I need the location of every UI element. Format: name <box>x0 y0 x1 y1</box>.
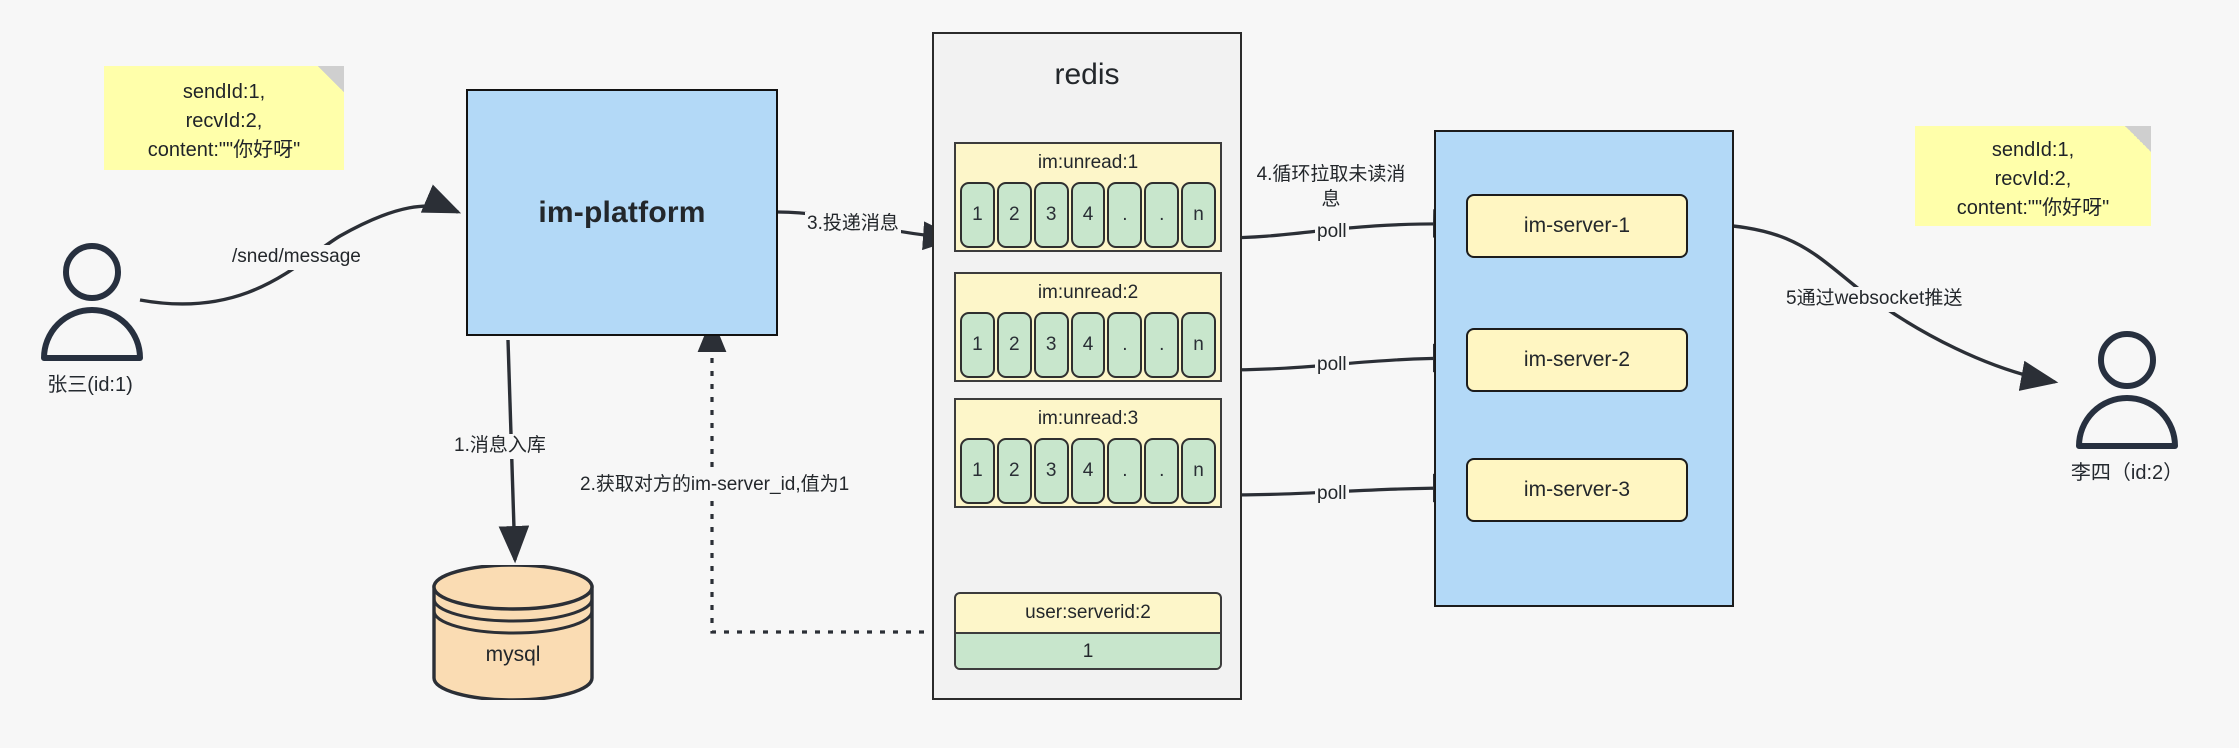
list-cell: 3 <box>1033 312 1069 378</box>
list-cell: . <box>1144 182 1180 248</box>
redis-list-im-unread-3[interactable]: im:unread:3 1 2 3 4 . . n <box>954 398 1222 508</box>
redis-list-2-key: im:unread:2 <box>1037 282 1139 303</box>
list-cell: 4 <box>1070 438 1106 504</box>
im-platform-box[interactable]: im-platform <box>466 89 778 336</box>
edge-label-step5: 5通过websocket推送 <box>1784 287 1965 312</box>
list-cell: 2 <box>996 182 1032 248</box>
im-server-3-box[interactable]: im-server-3 <box>1466 458 1688 522</box>
list-cell: . <box>1107 182 1143 248</box>
redis-list-1-cells: 1 2 3 4 . . n <box>956 182 1220 252</box>
redis-list-im-unread-1[interactable]: im:unread:1 1 2 3 4 . . n <box>954 142 1222 252</box>
redis-kv-user-serverid[interactable]: user:serverid:2 1 <box>954 592 1222 670</box>
list-cell: n <box>1181 312 1217 378</box>
note-left-text: sendId:1, recvId:2, content:""你好呀" <box>147 80 301 161</box>
im-server-1-box[interactable]: im-server-1 <box>1466 194 1688 258</box>
redis-title: redis <box>1054 58 1120 91</box>
edge-label-step4: 4.循环拉取未读消 息 <box>1254 163 1408 213</box>
list-cell: 3 <box>1033 182 1069 248</box>
edge-label-step3: 3.投递消息 <box>805 212 901 237</box>
im-server-3-label: im-server-3 <box>1523 478 1631 501</box>
list-cell: 2 <box>996 438 1032 504</box>
list-cell: 4 <box>1070 312 1106 378</box>
mysql-datastore[interactable]: mysql <box>430 563 596 702</box>
note-right: sendId:1, recvId:2, content:""你好呀" <box>1915 126 2151 226</box>
database-cylinder-icon: mysql <box>432 563 594 702</box>
user-icon <box>2076 331 2178 449</box>
im-server-group[interactable]: im-server-1 im-server-2 im-server-3 <box>1434 130 1734 607</box>
redis-kv-value: 1 <box>956 632 1220 668</box>
redis-list-1-key: im:unread:1 <box>1037 152 1139 173</box>
list-cell: . <box>1144 438 1180 504</box>
im-server-1-label: im-server-1 <box>1523 214 1631 237</box>
list-cell: 1 <box>960 182 995 248</box>
actor-receiver: 李四（id:2） <box>2065 328 2205 484</box>
redis-list-im-unread-2[interactable]: im:unread:2 1 2 3 4 . . n <box>954 272 1222 382</box>
redis-kv-key: user:serverid:2 <box>1025 602 1151 623</box>
note-right-text: sendId:1, recvId:2, content:""你好呀" <box>1956 138 2110 219</box>
actor-sender: 张三(id:1) <box>30 240 170 396</box>
list-cell: 3 <box>1033 438 1069 504</box>
im-server-2-label: im-server-2 <box>1523 348 1631 371</box>
note-fold-icon <box>2125 126 2151 152</box>
redis-container[interactable]: redis im:unread:1 1 2 3 4 . . n im:unrea… <box>932 32 1242 700</box>
list-cell: n <box>1181 438 1217 504</box>
edge-label-step2: 2.获取对方的im-server_id,值为1 <box>578 473 852 498</box>
list-cell: n <box>1181 182 1217 248</box>
edge-label-poll-1: poll <box>1315 220 1349 245</box>
note-left: sendId:1, recvId:2, content:""你好呀" <box>104 66 344 170</box>
list-cell: . <box>1107 312 1143 378</box>
redis-list-3-cells: 1 2 3 4 . . n <box>956 438 1220 508</box>
list-cell: . <box>1144 312 1180 378</box>
actor-sender-label: 张三(id:1) <box>47 374 133 396</box>
im-server-2-box[interactable]: im-server-2 <box>1466 328 1688 392</box>
im-platform-label: im-platform <box>538 195 706 229</box>
list-cell: 4 <box>1070 182 1106 248</box>
edge-label-step1: 1.消息入库 <box>452 434 548 459</box>
user-icon <box>41 243 143 361</box>
redis-list-3-key: im:unread:3 <box>1037 408 1139 429</box>
mysql-label: mysql <box>486 643 541 666</box>
note-fold-icon <box>318 66 344 92</box>
edge-label-poll-2: poll <box>1315 353 1349 378</box>
list-cell: 2 <box>996 312 1032 378</box>
edge-label-send-message: /sned/message <box>230 245 363 270</box>
edge-label-poll-3: poll <box>1315 482 1349 507</box>
redis-list-2-cells: 1 2 3 4 . . n <box>956 312 1220 382</box>
actor-receiver-label: 李四（id:2） <box>2070 462 2184 484</box>
list-cell: 1 <box>960 312 995 378</box>
list-cell: . <box>1107 438 1143 504</box>
list-cell: 1 <box>960 438 995 504</box>
